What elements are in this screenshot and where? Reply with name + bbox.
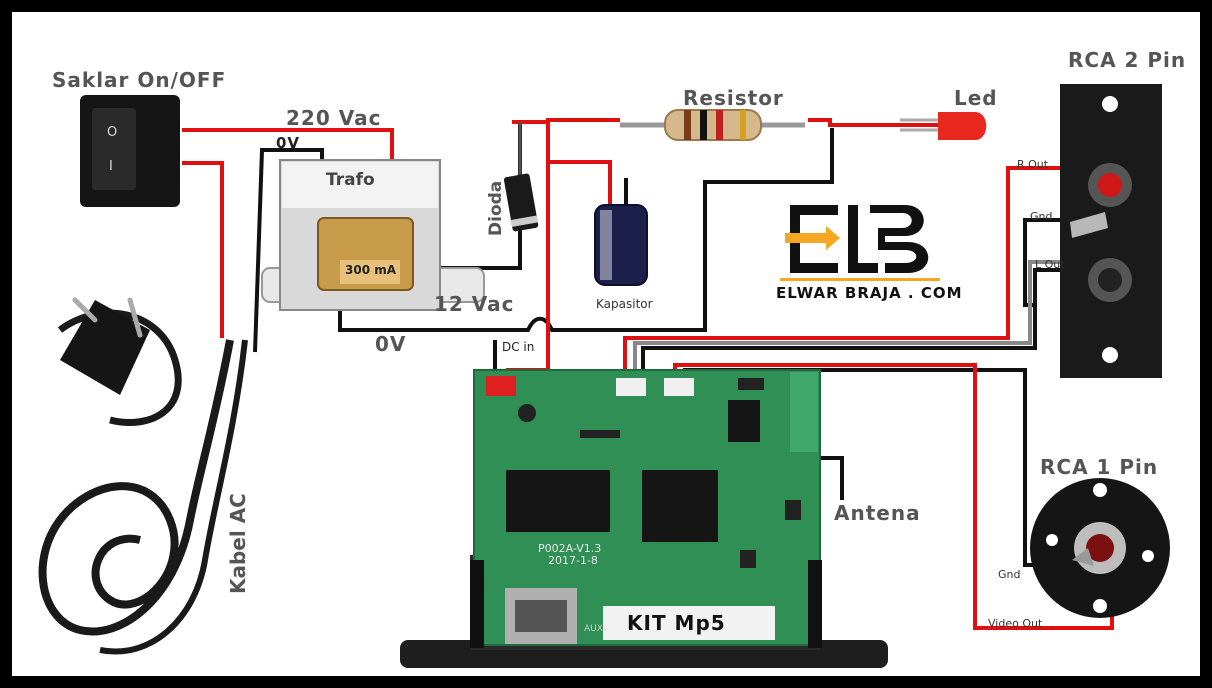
- board-model-label: P002A-V1.3: [538, 542, 602, 555]
- ac-voltage-label: 220 Vac: [286, 106, 382, 130]
- mp5-board: [400, 369, 888, 668]
- brand-logo: [780, 205, 940, 281]
- rca-2-pin-label: RCA 2 Pin: [1068, 48, 1187, 72]
- diode: [503, 122, 539, 232]
- led-label: Led: [954, 86, 998, 110]
- switch-label: Saklar On/OFF: [52, 68, 227, 92]
- zero-volt-bottom-label: 0V: [375, 332, 407, 356]
- transformer: [261, 159, 485, 311]
- video-out-label: Video Out: [988, 617, 1043, 630]
- aux-label: AUX: [584, 624, 603, 634]
- transformer-rating-label: 300 mA: [345, 263, 397, 277]
- svg-text:O: O: [107, 125, 117, 140]
- ac-power-cord: [38, 297, 248, 655]
- kit-mp5-label: KIT Mp5: [603, 606, 775, 640]
- r-out-label: R Out: [1017, 158, 1049, 171]
- gnd-top-label: Gnd: [1030, 210, 1053, 223]
- gnd-bottom-label: Gnd: [998, 568, 1021, 581]
- diode-label: Dioda: [486, 180, 506, 236]
- on-off-switch: O I: [80, 95, 180, 207]
- capacitor: [594, 204, 648, 286]
- gray-wire: [633, 260, 1080, 382]
- l-out-label: L Out: [1035, 258, 1065, 271]
- dc-in-label: DC in: [502, 340, 535, 354]
- resistor-label: Resistor: [683, 86, 784, 110]
- antenna-label: Antena: [834, 501, 921, 525]
- resistor: [620, 109, 805, 141]
- board-date-label: 2017-1-8: [548, 554, 598, 567]
- dc-voltage-label: 12 Vac: [434, 292, 515, 316]
- brand-name: ELWAR BRAJA . COM: [776, 284, 963, 302]
- ac-cable-label: Kabel AC: [226, 493, 250, 594]
- led: [900, 112, 987, 140]
- transformer-label: Trafo: [326, 170, 375, 190]
- rca-1-pin-jack: [1030, 478, 1170, 618]
- zero-volt-top-label: 0V: [276, 134, 301, 152]
- rca-1-pin-label: RCA 1 Pin: [1040, 455, 1159, 479]
- capacitor-label: Kapasitor: [596, 297, 653, 311]
- svg-text:I: I: [109, 159, 113, 174]
- rca-2-pin-jack: [1060, 84, 1162, 378]
